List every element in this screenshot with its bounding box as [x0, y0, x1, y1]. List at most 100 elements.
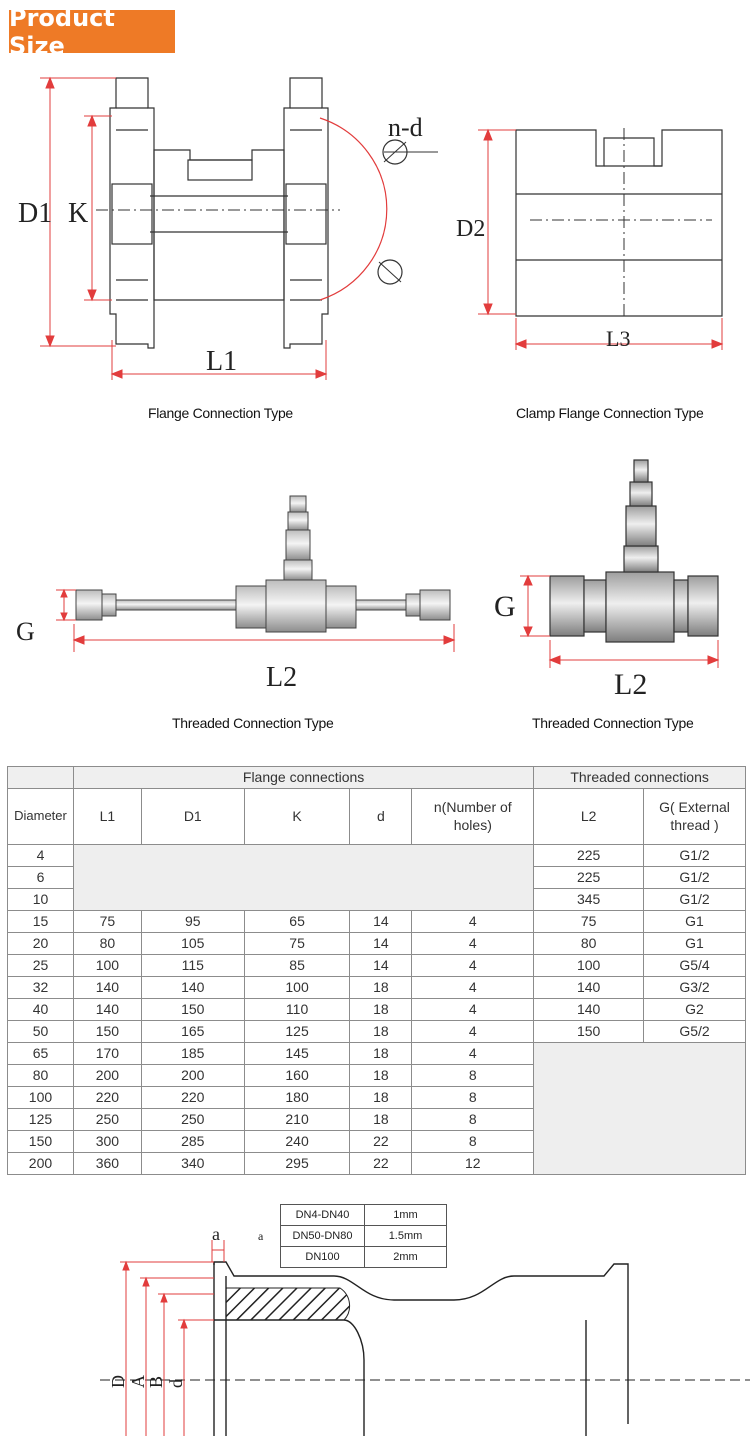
cell-l1: 140 — [72, 998, 142, 1021]
l1-label: L1 — [206, 346, 237, 377]
clamp-detail-drawing: a a D A B d — [100, 1224, 750, 1436]
cell-n: 8 — [411, 1086, 535, 1109]
cell-l2: 100 — [533, 954, 645, 977]
l3-label: L3 — [606, 326, 630, 351]
cell-g: G5/2 — [643, 1020, 746, 1043]
d-inner-label: d — [166, 1379, 186, 1388]
cell-l1: 80 — [72, 932, 142, 955]
cell-d1: 250 — [140, 1108, 245, 1131]
cell-diameter: 20 — [7, 932, 74, 955]
cell-n: 4 — [411, 932, 535, 955]
flange-group-header: Flange connections — [72, 766, 535, 789]
cell-g: G1/2 — [643, 844, 746, 867]
col-diameter: Diameter — [7, 788, 74, 845]
cell-g: G1/2 — [643, 866, 746, 889]
cell-d1: 165 — [140, 1020, 245, 1043]
lip-range: DN4-DN40 — [280, 1204, 365, 1226]
flange-caption: Flange Connection Type — [148, 405, 293, 421]
cell-diameter: 80 — [7, 1064, 74, 1087]
cell-l1: 170 — [72, 1042, 142, 1065]
cell-k: 110 — [243, 998, 351, 1021]
a-dimension-label: a — [212, 1224, 220, 1244]
cell-diameter: 125 — [7, 1108, 74, 1131]
cell-d: 14 — [349, 910, 413, 933]
lip-range: DN100 — [280, 1246, 365, 1268]
cell-diameter: 50 — [7, 1020, 74, 1043]
specification-table: Flange connections Threaded connections … — [7, 766, 746, 1175]
cell-k: 240 — [243, 1130, 351, 1153]
cell-diameter: 200 — [7, 1152, 74, 1175]
cell-n: 8 — [411, 1064, 535, 1087]
col-d: d — [349, 788, 413, 845]
threaded-right-caption: Threaded Connection Type — [532, 715, 694, 731]
lip-value: 1mm — [364, 1204, 447, 1226]
lip-range: DN50-DN80 — [280, 1225, 365, 1247]
g-left-label: G — [16, 617, 35, 646]
cell-l1: 100 — [72, 954, 142, 977]
cell-n: 8 — [411, 1130, 535, 1153]
cell-l2: 225 — [533, 844, 645, 867]
cell-k: 125 — [243, 1020, 351, 1043]
cell-d: 14 — [349, 954, 413, 977]
d2-label: D2 — [456, 216, 485, 242]
cell-d1: 185 — [140, 1042, 245, 1065]
l2-left-label: L2 — [266, 662, 297, 693]
cell-d: 18 — [349, 1020, 413, 1043]
nd-label: n-d — [388, 113, 423, 142]
cell-k: 295 — [243, 1152, 351, 1175]
cell-k: 100 — [243, 976, 351, 999]
product-size-badge: Product Size — [9, 4, 175, 60]
cell-l2: 345 — [533, 888, 645, 911]
cell-diameter: 40 — [7, 998, 74, 1021]
cell-l1: 300 — [72, 1130, 142, 1153]
cell-g: G5/4 — [643, 954, 746, 977]
cell-diameter: 15 — [7, 910, 74, 933]
cell-n: 4 — [411, 976, 535, 999]
d-outer-label: D — [108, 1375, 128, 1388]
cell-d1: 140 — [140, 976, 245, 999]
cell-diameter: 25 — [7, 954, 74, 977]
cell-l2: 75 — [533, 910, 645, 933]
cell-g: G3/2 — [643, 976, 746, 999]
l2-right-label: L2 — [614, 668, 647, 701]
cell-g: G1/2 — [643, 888, 746, 911]
cell-k: 160 — [243, 1064, 351, 1087]
cell-l1: 200 — [72, 1064, 142, 1087]
cell-l2: 140 — [533, 976, 645, 999]
threaded-compact-drawing: G L2 — [494, 459, 720, 701]
cell-l2: 140 — [533, 998, 645, 1021]
k-label: K — [68, 198, 88, 229]
a-diameter-label: A — [128, 1375, 148, 1388]
cell-d1: 340 — [140, 1152, 245, 1175]
cell-d: 18 — [349, 998, 413, 1021]
threaded-long-drawing: G L2 — [16, 495, 456, 693]
cell-l1: 150 — [72, 1020, 142, 1043]
cell-n: 4 — [411, 1020, 535, 1043]
cell-diameter: 10 — [7, 888, 74, 911]
cell-d: 14 — [349, 932, 413, 955]
threaded-left-caption: Threaded Connection Type — [172, 715, 334, 731]
col-l1: L1 — [72, 788, 142, 845]
col-d1: D1 — [140, 788, 245, 845]
flange-connection-drawing: D1 K n-d L1 — [18, 76, 438, 380]
cell-diameter: 100 — [7, 1086, 74, 1109]
cell-n: 12 — [411, 1152, 535, 1175]
cell-diameter: 65 — [7, 1042, 74, 1065]
cell-diameter: 32 — [7, 976, 74, 999]
cell-d1: 200 — [140, 1064, 245, 1087]
cell-d: 18 — [349, 1108, 413, 1131]
cell-g: G1 — [643, 910, 746, 933]
cell-n: 8 — [411, 1108, 535, 1131]
cell-d1: 95 — [140, 910, 245, 933]
cell-d: 22 — [349, 1152, 413, 1175]
cell-d: 22 — [349, 1130, 413, 1153]
